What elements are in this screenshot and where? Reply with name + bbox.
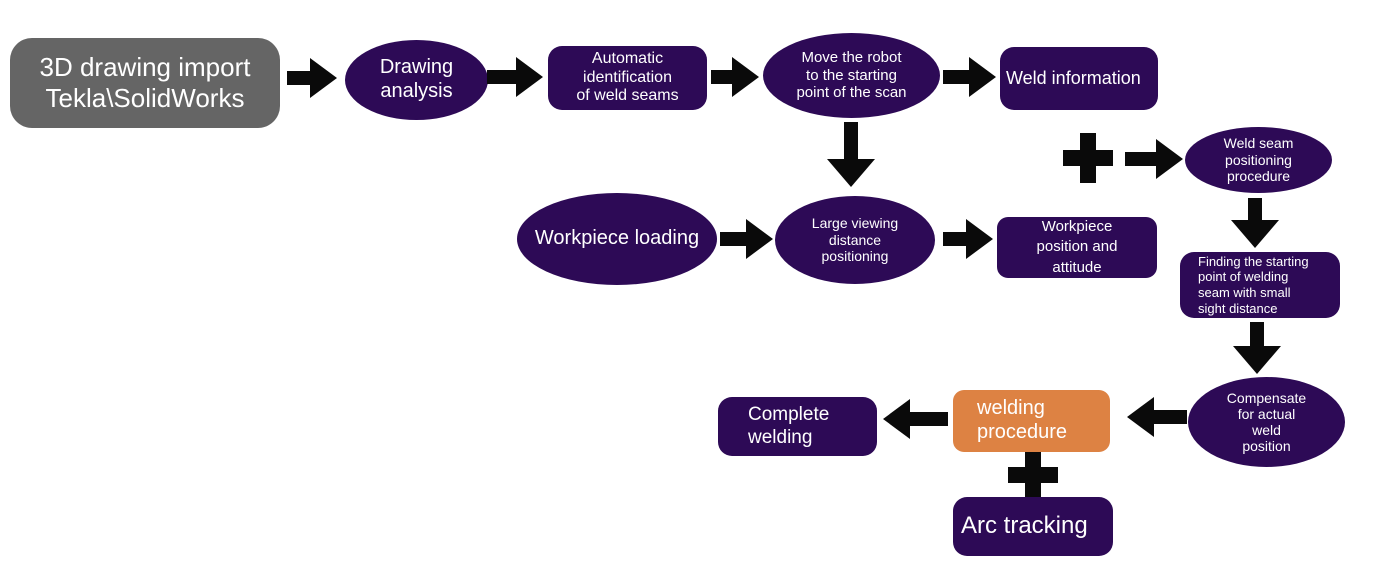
node-drawing-analysis: Drawing analysis [345,40,488,120]
arrow-large-viewing-to-workpiece-position [943,219,993,259]
node-arc-tracking-label: Arc tracking [961,512,1088,540]
node-complete-welding: Complete welding [718,397,877,456]
arrow-compensate-to-welding-procedure [1127,397,1187,437]
arrow-analysis-to-identification [487,57,543,97]
node-finding-starting-point: Finding the starting point of welding se… [1180,252,1340,318]
node-weld-seam-positioning: Weld seam positioning procedure [1185,127,1332,193]
node-compensate-label: Compensate for actual weld position [1226,389,1307,455]
arrow-head-right-icon [746,219,773,259]
arrow-identification-to-move-robot [711,57,759,97]
arrow-shaft [487,70,518,84]
arrow-head-left-icon [883,399,910,439]
arrow-head-right-icon [516,57,543,97]
node-workpiece-position: Workpiece position and attitude [997,217,1157,278]
arrow-shaft [1125,152,1158,166]
plus-horizontal-bar [1063,150,1113,166]
node-welding-procedure-label: welding procedure [977,397,1068,443]
arrow-shaft [943,70,971,84]
node-weld-information-label: Weld information [1006,67,1141,88]
arrow-shaft [1248,198,1262,222]
arrow-shaft [943,232,968,246]
node-3d-drawing-import-label: 3D drawing import Tekla\SolidWorks [39,52,251,113]
node-automatic-identification-label: Automatic identification of weld seams [576,49,679,105]
arrow-finding-to-compensate [1233,322,1281,374]
arrow-head-down-icon [1231,220,1279,248]
arrow-loading-to-large-viewing [720,219,773,259]
arrow-head-right-icon [310,58,337,98]
arrow-shaft [711,70,734,84]
node-drawing-analysis-label: Drawing analysis [379,56,454,102]
node-automatic-identification: Automatic identification of weld seams [548,46,707,110]
node-move-robot: Move the robot to the starting point of … [763,33,940,118]
arrow-shaft [908,412,948,426]
arrow-welding-procedure-to-complete [883,399,948,439]
arrow-import-to-analysis [287,58,337,98]
arrow-shaft [720,232,748,246]
arrow-plus-to-weld-seam-positioning [1125,139,1183,179]
node-workpiece-loading: Workpiece loading [517,193,717,285]
arrow-head-down-icon [1233,346,1281,374]
node-weld-seam-positioning-label: Weld seam positioning procedure [1223,135,1294,185]
node-workpiece-position-label: Workpiece position and attitude [1036,218,1118,276]
arrow-shaft [844,122,858,161]
plus-combine-icon [1063,133,1113,183]
arrow-move-robot-to-weld-information [943,57,996,97]
node-move-robot-label: Move the robot to the starting point of … [796,48,907,102]
arrow-shaft [1250,322,1264,348]
arrow-head-right-icon [969,57,996,97]
arrow-move-robot-to-large-viewing [827,122,875,187]
arrow-head-down-icon [827,159,875,187]
node-finding-starting-point-label: Finding the starting point of welding se… [1198,253,1309,316]
plus-arc-tracking-icon [1008,452,1058,499]
arrow-head-right-icon [732,57,759,97]
node-arc-tracking: Arc tracking [953,497,1113,556]
arrow-head-right-icon [1156,139,1183,179]
arrow-shaft [287,71,312,85]
node-workpiece-loading-label: Workpiece loading [534,227,700,250]
arrow-head-right-icon [966,219,993,259]
plus-horizontal-bar [1008,467,1058,483]
node-complete-welding-label: Complete welding [748,404,830,448]
node-3d-drawing-import: 3D drawing import Tekla\SolidWorks [10,38,280,128]
arrow-shaft [1152,410,1187,424]
arrow-head-left-icon [1127,397,1154,437]
node-large-viewing-distance: Large viewing distance positioning [775,196,935,284]
node-welding-procedure: welding procedure [953,390,1110,452]
node-weld-information: Weld information [1000,47,1158,110]
node-compensate: Compensate for actual weld position [1188,377,1345,467]
arrow-weld-seam-to-finding [1231,198,1279,248]
node-large-viewing-distance-label: Large viewing distance positioning [811,215,899,265]
